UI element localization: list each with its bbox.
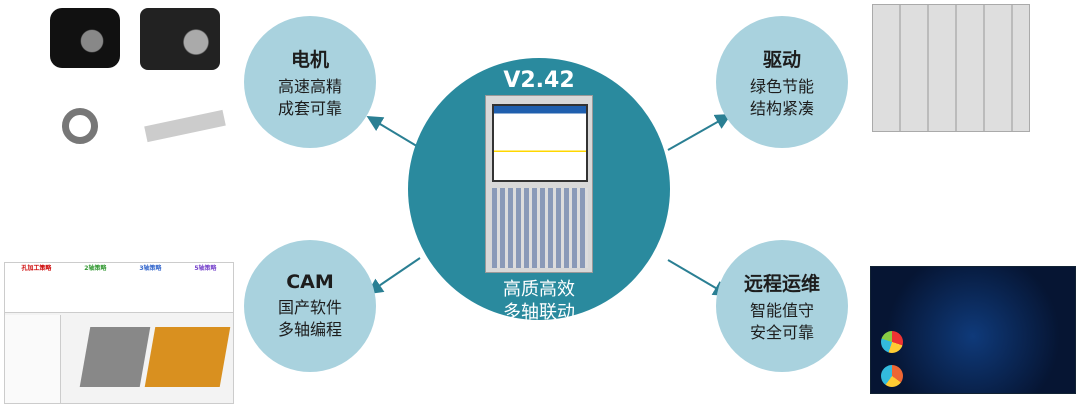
node-line: 安全可靠	[749, 322, 814, 342]
node-remote: 远程运维 智能值守 安全可靠	[716, 240, 848, 372]
center-line: 多轴联动	[503, 302, 575, 323]
node-line: 结构紧凑	[749, 98, 814, 118]
node-cam: CAM 国产软件 多轴编程	[244, 240, 376, 372]
arrow-remote	[667, 259, 730, 297]
node-motor: 电机 高速高精 成套可靠	[244, 16, 376, 148]
node-title: 远程运维	[743, 272, 820, 295]
node-line: 智能值守	[749, 300, 814, 320]
node-line: 绿色节能	[749, 76, 814, 96]
arrow-motor	[366, 115, 421, 149]
version-label: V2.42	[503, 68, 575, 93]
controller-keypad	[492, 188, 588, 268]
servo-drive-image	[872, 4, 1030, 132]
torque-motor-image	[62, 108, 98, 144]
arrow-drive	[667, 114, 732, 151]
node-title: 电机	[290, 48, 329, 71]
node-title: CAM	[286, 271, 334, 293]
node-line: 多轴编程	[277, 320, 342, 339]
node-drive: 驱动 绿色节能 结构紧凑	[716, 16, 848, 148]
node-line: 高速高精	[277, 76, 342, 96]
cam-label: 5轴策略	[194, 265, 217, 272]
remote-maintenance-dashboard	[870, 266, 1076, 394]
cam-label: 2轴策略	[84, 265, 107, 272]
cam-label: 3轴策略	[139, 265, 162, 272]
node-line: 国产软件	[277, 298, 342, 317]
center-line: 高质高效	[503, 279, 575, 300]
cam-software-screenshot: 孔加工策略 2轴策略 3轴策略 5轴策略	[4, 262, 234, 404]
servo-motor-image	[140, 8, 220, 70]
node-title: 驱动	[762, 48, 801, 71]
cnc-controller-image	[485, 95, 593, 273]
servo-motor-image	[50, 8, 120, 68]
center-node: V2.42 高质高效 多轴联动	[408, 58, 670, 323]
arrow-cam	[366, 257, 421, 295]
node-line: 成套可靠	[277, 98, 342, 118]
controller-screen	[492, 104, 588, 182]
cam-label: 孔加工策略	[21, 265, 52, 272]
